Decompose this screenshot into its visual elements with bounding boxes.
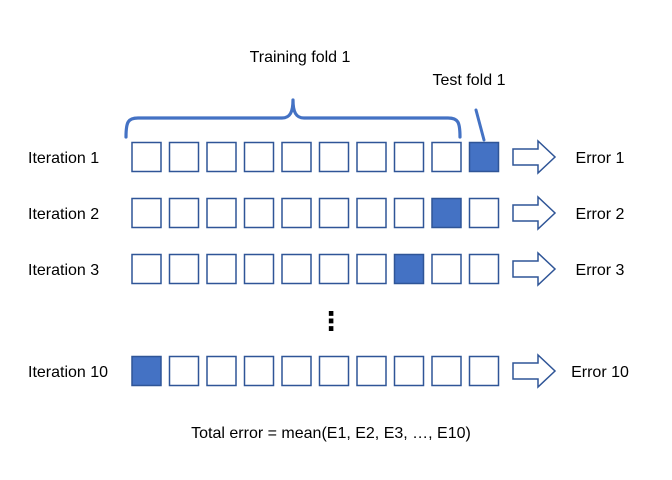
test-fold-box [131, 355, 162, 387]
training-fold-box [318, 253, 350, 285]
training-fold-box [168, 253, 200, 285]
training-fold-box [318, 197, 350, 229]
training-fold-box [243, 253, 275, 285]
training-fold-box [356, 141, 387, 173]
test-fold-box [393, 253, 425, 285]
training-fold-box [393, 355, 425, 387]
iteration-row: Iteration 1 Error 1 [28, 139, 625, 175]
training-fold-box [131, 141, 162, 173]
training-fold-box [131, 253, 162, 285]
iteration-label: Iteration 3 [28, 262, 99, 279]
training-fold-box [356, 253, 387, 285]
training-fold-box [243, 197, 275, 229]
training-fold-box [393, 197, 425, 229]
curly-brace-icon [124, 98, 462, 139]
training-fold-box [318, 141, 350, 173]
iteration-label: Iteration 2 [28, 206, 99, 223]
training-fold-box [468, 197, 500, 229]
test-fold-box [431, 197, 462, 229]
training-fold-box [468, 253, 500, 285]
training-fold-box [356, 355, 387, 387]
training-fold-box [281, 197, 312, 229]
iteration-label: Iteration 10 [28, 364, 108, 381]
error-label: Error 2 [576, 206, 625, 223]
training-fold-box [431, 141, 462, 173]
training-fold-box [243, 141, 275, 173]
training-fold-box [131, 197, 162, 229]
error-label: Error 3 [576, 262, 625, 279]
training-fold-box [281, 253, 312, 285]
error-label: Error 1 [576, 150, 625, 167]
training-fold-box [393, 141, 425, 173]
error-label: Error 10 [571, 364, 629, 381]
training-fold-box [431, 355, 462, 387]
training-fold-box [206, 253, 237, 285]
training-fold-box [318, 355, 350, 387]
iteration-row: Iteration 2 Error 2 [28, 195, 625, 231]
training-fold-label: Training fold 1 [250, 49, 351, 66]
total-error-formula: Total error = mean(E1, E2, E3, …, E10) [191, 425, 471, 442]
test-fold-label: Test fold 1 [433, 72, 506, 89]
outline-arrow-right-icon [512, 353, 557, 389]
outline-arrow-right-icon [512, 139, 557, 175]
training-fold-box [206, 197, 237, 229]
iteration-label: Iteration 1 [28, 150, 99, 167]
training-fold-box [356, 197, 387, 229]
training-fold-box [468, 355, 500, 387]
test-fold-pointer-line [474, 108, 486, 142]
training-fold-box [243, 355, 275, 387]
iteration-row: Iteration 10 Error 10 [28, 353, 629, 389]
training-fold-box [281, 141, 312, 173]
training-fold-box [431, 253, 462, 285]
ellipsis-vertical: ⋮ [318, 307, 344, 337]
test-fold-box [468, 141, 500, 173]
outline-arrow-right-icon [512, 251, 557, 287]
training-fold-box [206, 141, 237, 173]
iteration-row: Iteration 3 Error 3 [28, 251, 625, 287]
training-fold-box [168, 141, 200, 173]
training-fold-box [168, 197, 200, 229]
outline-arrow-right-icon [512, 195, 557, 231]
training-fold-box [168, 355, 200, 387]
training-fold-box [206, 355, 237, 387]
training-fold-box [281, 355, 312, 387]
